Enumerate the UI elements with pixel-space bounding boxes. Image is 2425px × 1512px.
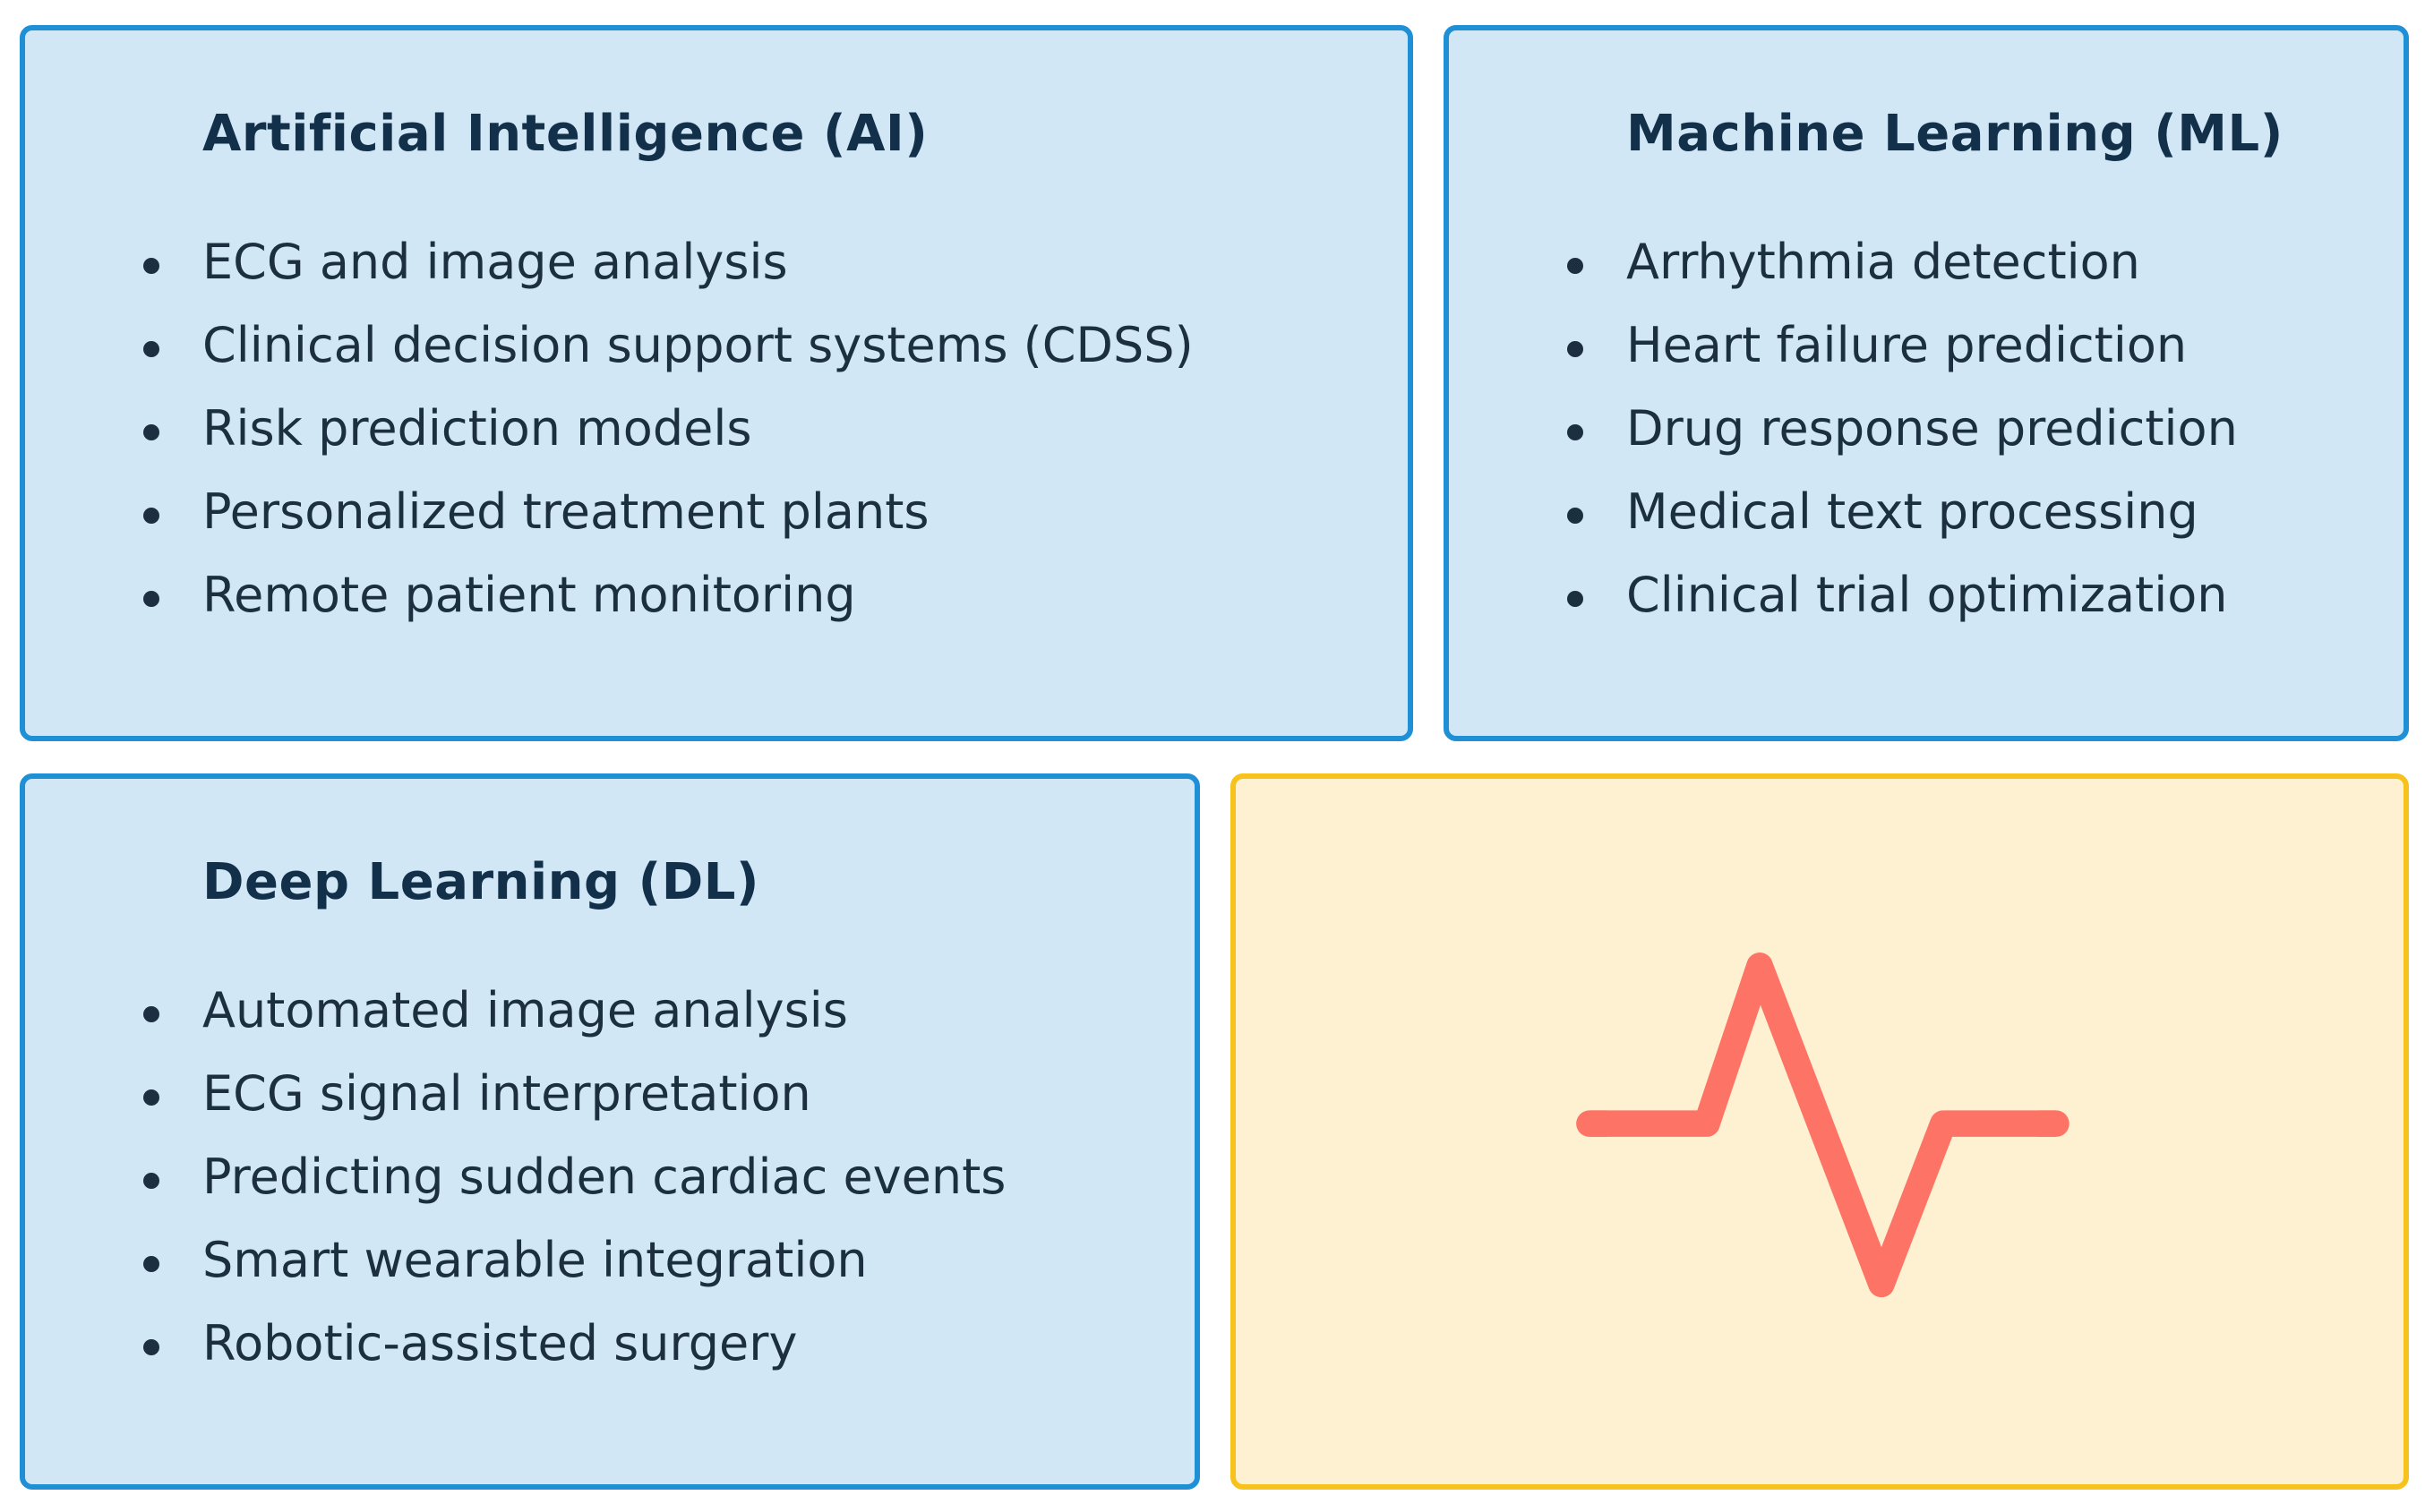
dl-panel: Deep Learning (DL) Automated image analy… [20, 773, 1200, 1490]
ai-panel-title: Artificial Intelligence (AI) [202, 105, 929, 163]
list-item: Heart failure prediction [1567, 316, 2238, 399]
list-item: ECG and image analysis [143, 233, 1194, 316]
list-item: Clinical decision support systems (CDSS) [143, 316, 1194, 399]
list-item: Clinical trial optimization [1567, 566, 2238, 649]
list-item: Personalized treatment plants [143, 483, 1194, 566]
list-item: Medical text processing [1567, 483, 2238, 566]
ml-panel: Machine Learning (ML) Arrhythmia detecti… [1444, 25, 2409, 741]
ml-item-list: Arrhythmia detection Heart failure predi… [1567, 233, 2238, 649]
list-item: Remote patient monitoring [143, 566, 1194, 649]
ml-panel-title: Machine Learning (ML) [1626, 105, 2284, 163]
dl-item-list: Automated image analysis ECG signal inte… [142, 981, 1006, 1397]
list-item: Arrhythmia detection [1567, 233, 2238, 316]
list-item: Robotic-assisted surgery [142, 1314, 1006, 1397]
list-item: Risk prediction models [143, 399, 1194, 483]
dl-panel-title: Deep Learning (DL) [202, 853, 759, 911]
list-item: ECG signal interpretation [142, 1064, 1006, 1148]
ai-item-list: ECG and image analysis Clinical decision… [143, 233, 1194, 649]
heartbeat-line [1576, 952, 2069, 1298]
ecg-panel [1230, 773, 2409, 1490]
ai-panel: Artificial Intelligence (AI) ECG and ima… [20, 25, 1413, 741]
list-item: Automated image analysis [142, 981, 1006, 1064]
heartbeat-icon [1576, 952, 2069, 1298]
list-item: Drug response prediction [1567, 399, 2238, 483]
list-item: Predicting sudden cardiac events [142, 1148, 1006, 1231]
list-item: Smart wearable integration [142, 1231, 1006, 1314]
heartbeat-line-end [2038, 1110, 2056, 1137]
heartbeat-line-start [1589, 1110, 1607, 1137]
